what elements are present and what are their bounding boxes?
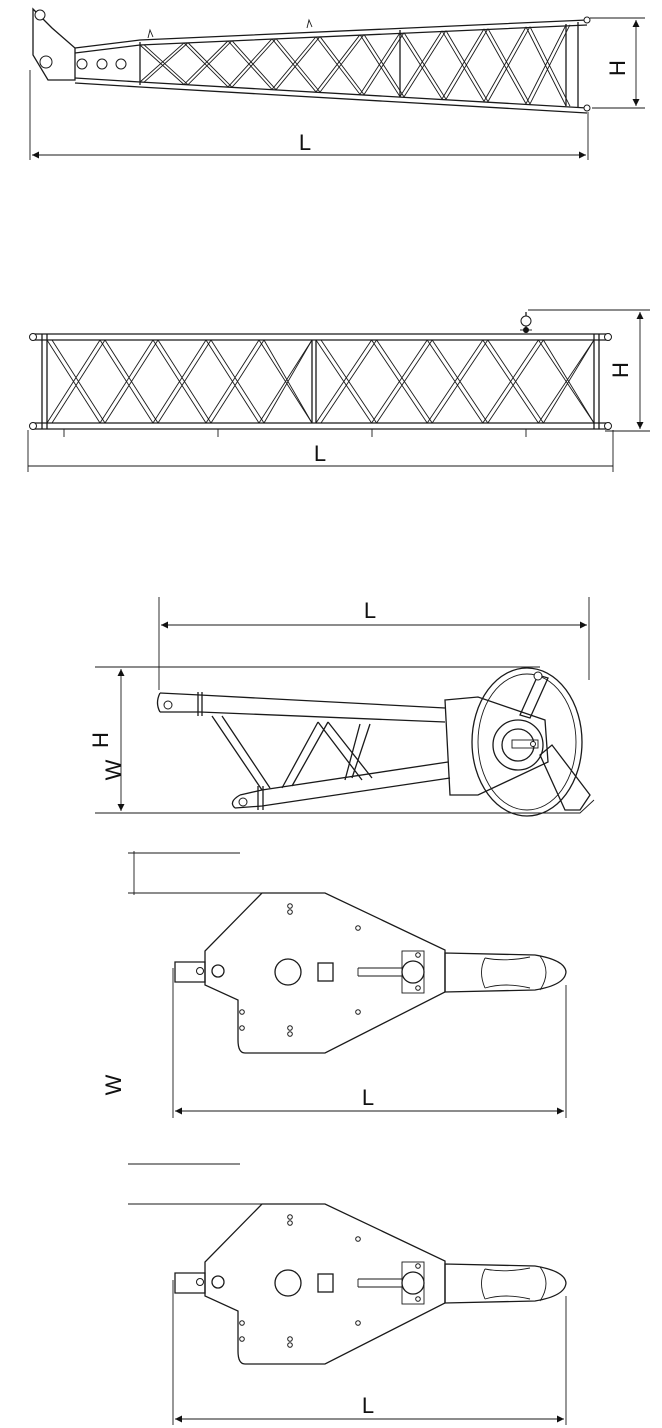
tip-lacing <box>211 715 373 791</box>
length-dimension-label: L <box>299 130 311 155</box>
tip-pin-bottom <box>583 104 591 112</box>
foot-plate <box>32 7 76 81</box>
upper-end-cap <box>156 692 161 713</box>
bottom-chord <box>32 422 610 430</box>
length-extension-lines <box>158 597 590 690</box>
intermediate-lacing <box>46 339 595 424</box>
bottom-lugs <box>63 429 527 437</box>
hub-outer <box>492 719 544 771</box>
foot-lacing <box>139 24 571 107</box>
hook-block-2-view: W L <box>101 1074 567 1425</box>
sheave-inner <box>477 673 577 811</box>
hook-swivel <box>401 1271 425 1295</box>
lower-pin <box>238 797 248 807</box>
height-dimension-label: H <box>608 362 633 378</box>
pin-bottom-right <box>604 422 612 430</box>
length-extension-lines <box>27 430 614 472</box>
bottom-chord <box>74 77 588 114</box>
hook-shank <box>444 952 567 993</box>
boom-tip-section-view: H L <box>88 597 595 817</box>
height-extension-lines <box>528 309 650 432</box>
frame-verticals <box>41 334 600 429</box>
lacing-hole-1 <box>76 58 88 70</box>
top-chord <box>32 333 610 341</box>
block-plate <box>204 1203 446 1365</box>
lacing-hole-3 <box>115 58 127 70</box>
height-dimension-label: H <box>605 60 630 76</box>
hook-detail <box>481 1266 547 1302</box>
upper-strut <box>519 674 549 719</box>
hook-detail <box>481 955 547 991</box>
frame-verticals <box>139 22 579 108</box>
width-dimension-label: W <box>101 759 126 780</box>
length-extension-lines <box>29 70 589 160</box>
lugs <box>147 18 313 39</box>
length-dimension-label: L <box>362 1393 374 1418</box>
height-extension-lines <box>590 17 645 109</box>
width-dimension-label: W <box>101 1074 126 1095</box>
top-chord <box>74 19 588 54</box>
height-dimension-label: H <box>88 732 113 748</box>
hook-shank <box>444 1263 567 1304</box>
center-sheave-hole <box>274 958 302 986</box>
pin-top-right <box>604 333 612 341</box>
upper-chord <box>159 692 446 723</box>
boom-foot-section-view: H L <box>29 7 645 160</box>
width-extension-lines <box>128 852 323 894</box>
length-extension-lines <box>172 968 567 1118</box>
pin-bottom-left <box>29 422 37 430</box>
sheave-outer <box>471 667 583 817</box>
side-stub <box>174 961 206 983</box>
upper-pin <box>163 700 173 710</box>
boom-intermediate-section-view: H L <box>27 309 650 472</box>
length-dimension-label: L <box>364 598 376 623</box>
length-dimension-label: L <box>362 1085 374 1110</box>
side-stub <box>174 1272 206 1294</box>
hub-pin-hole <box>530 741 536 747</box>
foot-pin-hole-bottom <box>39 55 53 69</box>
block-plate <box>204 892 446 1054</box>
height-extension-lines <box>95 666 595 814</box>
lacing-hole-2 <box>96 58 108 70</box>
sheave-bracket <box>520 312 532 333</box>
lower-end-cap <box>231 794 241 809</box>
hook-block-1-view: W L <box>101 759 567 1118</box>
upper-strut-pin <box>533 671 543 681</box>
center-sheave-hole <box>274 1269 302 1297</box>
tip-pin-top <box>583 16 591 24</box>
lower-strut <box>539 744 591 811</box>
hub-pin <box>511 739 539 749</box>
collars <box>197 692 264 810</box>
length-extension-lines <box>172 1280 567 1425</box>
hub-inner <box>501 728 535 762</box>
hook-swivel <box>401 960 425 984</box>
width-extension-lines <box>128 1163 323 1205</box>
foot-pin-hole-top <box>34 9 46 21</box>
head-frame <box>444 696 549 796</box>
pin-top-left <box>29 333 37 341</box>
length-dimension-label: L <box>314 441 326 466</box>
